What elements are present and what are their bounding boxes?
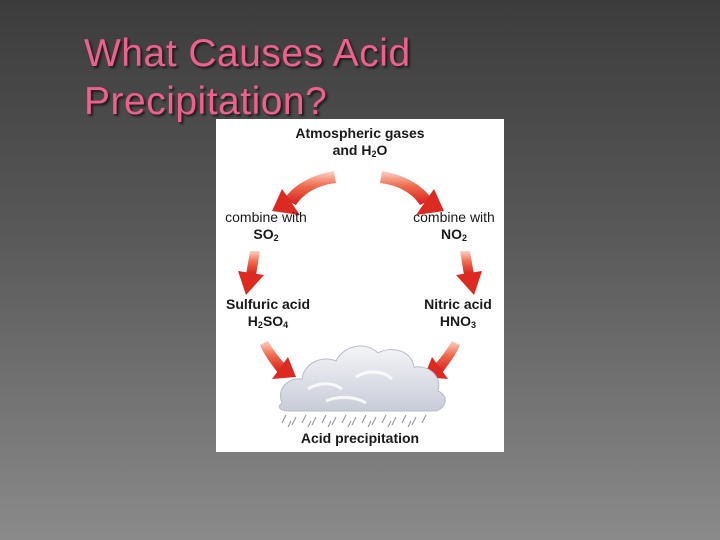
diagram-graphics — [238, 171, 482, 428]
left-combine-formula: SO2 — [216, 226, 316, 243]
slide-title-line1: What Causes Acid — [84, 32, 411, 75]
sulfuric-f2: SO — [262, 313, 284, 329]
top-label-line2-pre: and H — [332, 142, 372, 158]
label-sulfuric-acid: Sulfuric acid H2SO4 — [216, 296, 320, 330]
down-arrow-icon-left — [238, 251, 264, 295]
nitric-acid-formula: HNO3 — [412, 313, 504, 330]
cloud-icon — [278, 345, 446, 412]
label-nitric-acid: Nitric acid HNO3 — [412, 296, 504, 330]
rain-icon — [281, 414, 427, 428]
nitric-f1: HNO — [439, 313, 472, 329]
acid-rain-diagram: Atmospheric gases and H2O combine with S… — [216, 119, 504, 452]
sulfuric-s1: 2 — [257, 320, 263, 330]
slide-title-line2: Precipitation? — [84, 80, 328, 123]
left-combine-formula-pre: SO — [253, 226, 274, 242]
right-combine-formula-pre: NO — [440, 226, 462, 242]
slide-title: What Causes Acid Precipitation? — [84, 30, 504, 126]
nitric-s1: 3 — [471, 320, 477, 330]
left-combine-formula-sub: 2 — [273, 233, 279, 243]
sulfuric-acid-formula: H2SO4 — [216, 313, 320, 330]
sulfuric-s2: 4 — [283, 320, 289, 330]
nitric-acid-name: Nitric acid — [424, 296, 492, 312]
label-combine-so2: combine with SO2 — [216, 209, 316, 243]
down-arrow-icon-right — [456, 251, 482, 295]
sulfuric-acid-name: Sulfuric acid — [225, 296, 311, 312]
label-atmospheric-gases: Atmospheric gases and H2O — [280, 125, 440, 159]
top-label-line1: Atmospheric gases — [295, 125, 425, 141]
curved-arrow-icon-top-left — [272, 171, 336, 215]
right-combine-formula: NO2 — [404, 226, 504, 243]
label-combine-no2: combine with NO2 — [404, 209, 504, 243]
top-label-line2: and H2O — [280, 142, 440, 159]
left-combine-line1: combine with — [225, 209, 307, 225]
curved-arrow-icon-bottom-left — [260, 341, 296, 379]
label-acid-precipitation: Acid precipitation — [300, 430, 420, 446]
top-label-line2-post: O — [376, 142, 388, 158]
top-label-line2-sub: 2 — [371, 149, 377, 159]
curved-arrow-icon-top-right — [380, 171, 444, 215]
right-combine-formula-sub: 2 — [461, 233, 467, 243]
sulfuric-f1: H — [247, 313, 258, 329]
right-combine-line1: combine with — [413, 209, 495, 225]
